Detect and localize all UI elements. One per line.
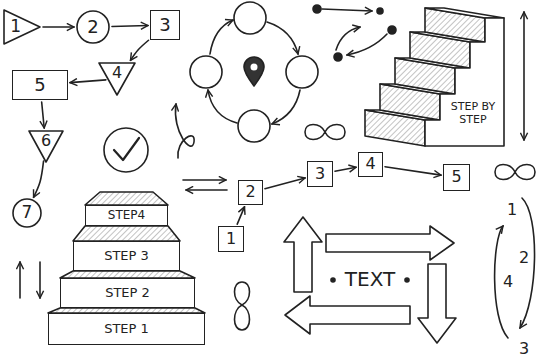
square-step: 2 <box>238 180 263 205</box>
infinity-symbol <box>495 165 535 180</box>
frame-arrow <box>284 217 322 292</box>
double-arrow <box>523 12 525 140</box>
dot <box>334 53 342 61</box>
cycle-circle <box>286 56 318 88</box>
frame-arrow <box>326 226 454 260</box>
dot <box>388 26 396 34</box>
cycle-circle <box>234 2 266 34</box>
square-step: 3 <box>307 161 333 187</box>
node-label: STEP 2 <box>105 286 150 301</box>
square-step: 1 <box>218 226 244 252</box>
flow-arrow <box>265 178 305 189</box>
circle-outline <box>13 199 41 227</box>
flow-arrow <box>42 102 45 128</box>
text-dot <box>405 278 409 282</box>
flow-arrow <box>112 25 148 26</box>
node-label: STEP 3 <box>104 249 149 264</box>
cycle-arrow <box>210 20 233 54</box>
dot-arrow <box>336 27 360 50</box>
triangle-outline <box>99 63 135 95</box>
frame-arrow <box>285 296 410 334</box>
node-outline <box>3 9 41 45</box>
pyramid-tread <box>85 192 168 205</box>
flow-arrow <box>43 26 74 28</box>
cycle-circle <box>190 56 222 88</box>
pyramid-tread <box>60 271 195 278</box>
cycle-arrow <box>208 90 237 123</box>
flow-arrow <box>385 167 441 175</box>
triangle-step: 1 <box>3 9 41 45</box>
flow-arrow <box>34 161 44 197</box>
stair-side <box>425 18 504 146</box>
callout-number: 4 <box>501 272 515 291</box>
pyramid-step: STEP 2 <box>60 278 195 308</box>
node-label: 1 <box>226 230 236 248</box>
node-label: 2 <box>87 17 98 38</box>
triangle-step: 4 <box>98 62 136 96</box>
pyramid-step: STEP 3 <box>73 241 180 271</box>
dot <box>377 8 383 14</box>
cycle-arrow <box>267 22 298 54</box>
triangle-outline <box>29 131 63 162</box>
dot <box>313 5 321 13</box>
node-label: STEP4 <box>108 209 145 223</box>
square-step: 5 <box>443 164 470 191</box>
callout-number: 2 <box>517 248 531 267</box>
flow-arrow <box>130 40 148 60</box>
square-step: 4 <box>358 152 383 177</box>
stair-tread <box>425 8 504 18</box>
node-label: 6 <box>41 132 51 150</box>
square-step: 3 <box>150 10 180 40</box>
circle-step: 2 <box>76 10 110 44</box>
infinity-symbol <box>305 125 345 140</box>
check-mark <box>114 138 139 160</box>
eight-symbol <box>235 282 250 330</box>
exchange-arrow <box>183 179 226 181</box>
pyramid-tread <box>73 226 180 241</box>
curl-arrow <box>175 104 194 158</box>
circle-step: 7 <box>12 198 42 228</box>
callout-number: 1 <box>505 200 519 219</box>
triangle-outline <box>4 10 40 44</box>
node-label: 2 <box>245 183 255 201</box>
dot-arrow <box>322 9 372 11</box>
node-label: 7 <box>22 203 33 223</box>
cycle-circle <box>238 110 270 142</box>
node-label: 3 <box>315 165 325 183</box>
node-label: 1 <box>10 17 21 37</box>
pyramid-step: STEP 1 <box>48 313 205 345</box>
dot-arrow <box>347 34 387 55</box>
process-box: 5 <box>12 70 68 100</box>
circle-outline <box>77 11 109 43</box>
text-frame: TEXT <box>320 258 420 301</box>
node-label: 5 <box>34 75 45 96</box>
pin-hole <box>251 64 258 71</box>
down-arrow <box>39 262 41 298</box>
flow-arrow <box>70 80 106 83</box>
callout-number: 3 <box>517 339 531 358</box>
exchange-arrow <box>186 189 227 191</box>
location-pin <box>244 57 264 86</box>
node-label: 4 <box>112 64 122 82</box>
up-arrow <box>19 262 21 298</box>
node-label: 3 <box>159 15 170 36</box>
triangle-step: 6 <box>28 130 64 163</box>
flow-arrow <box>237 207 244 224</box>
flow-arrow <box>335 167 356 171</box>
frame-arrow <box>418 264 456 343</box>
node-label: STEP 1 <box>104 322 149 337</box>
check-circle <box>104 128 148 172</box>
node-label: 4 <box>365 155 375 173</box>
stairs-caption: STEP BY STEP <box>445 100 501 126</box>
node-label: TEXT <box>345 268 395 291</box>
pyramid-step: STEP4 <box>85 205 168 226</box>
cycle-arrow <box>272 90 300 124</box>
text-dot <box>331 278 335 282</box>
node-label: 5 <box>451 168 461 186</box>
